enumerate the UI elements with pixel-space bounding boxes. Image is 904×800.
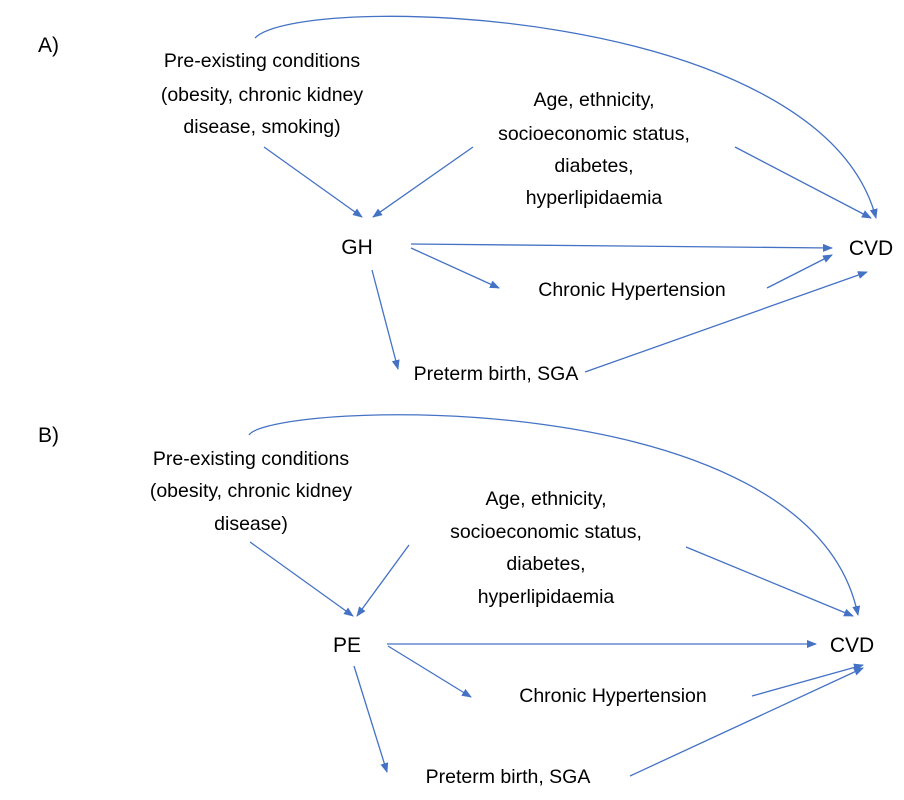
- panel-a-exposure-node: GH: [341, 236, 373, 259]
- panel-a-confounders-node: Age, ethnicity, socioeconomic status, di…: [498, 89, 690, 209]
- panel-a-confounders-line-2: socioeconomic status,: [498, 123, 690, 145]
- panel-a-arrow-hypertension-to-cvd: [766, 254, 833, 289]
- panel-a-preexisting-node: Pre-existing conditions (obesity, chroni…: [161, 50, 364, 138]
- panel-b-arrow-birth-to-cvd: [629, 667, 864, 777]
- panel-b-arrow-preexisting-to-exposure: [249, 541, 354, 617]
- panel-b: B) Pre-existing conditions (obesity, chr…: [38, 414, 874, 788]
- panel-b-exposure-node: PE: [333, 634, 361, 657]
- panel-a-birth-node: Preterm birth, SGA: [414, 363, 579, 385]
- panel-b-preexisting-node: Pre-existing conditions (obesity, chroni…: [150, 448, 353, 535]
- panel-a-arrow-preexisting-to-exposure: [263, 146, 363, 218]
- panel-b-confounders-line-1: Age, ethnicity,: [485, 488, 606, 510]
- panel-b-confounders-node: Age, ethnicity, socioeconomic status, di…: [450, 488, 642, 608]
- panel-b-confounders-line-4: hyperlipidaemia: [478, 586, 615, 608]
- panel-b-arrow-exposure-to-hypertension: [387, 645, 472, 698]
- panel-a-arrow-exposure-to-hypertension: [410, 247, 500, 289]
- panel-a-arrow-exposure-to-birth: [371, 269, 400, 370]
- panel-a-outcome-node: CVD: [849, 237, 893, 260]
- panel-a-label: A): [38, 34, 59, 57]
- panel-b-arrow-hypertension-to-cvd: [751, 663, 864, 697]
- panel-b-birth-node: Preterm birth, SGA: [426, 766, 591, 788]
- panel-b-outcome-node: CVD: [830, 634, 874, 657]
- panel-a-arrow-exposure-to-cvd: [410, 243, 833, 252]
- panel-b-hypertension-node: Chronic Hypertension: [519, 685, 707, 707]
- panel-a-preexisting-line-1: Pre-existing conditions: [164, 50, 360, 72]
- panel-a-arrow-confounders-to-exposure: [372, 146, 474, 218]
- panel-b-preexisting-line-3: disease): [214, 513, 288, 535]
- panel-a: A) Pre-existing conditions (obesity, chr…: [38, 15, 893, 385]
- panel-b-confounders-line-3: diabetes,: [506, 553, 585, 575]
- panel-a-confounders-line-3: diabetes,: [554, 155, 633, 177]
- panel-b-preexisting-line-1: Pre-existing conditions: [153, 448, 349, 470]
- panel-b-arrow-confounders-to-exposure: [356, 544, 410, 617]
- panel-a-hypertension-node: Chronic Hypertension: [538, 279, 726, 301]
- panel-b-arrow-exposure-to-birth: [353, 665, 389, 773]
- panel-a-preexisting-line-3: disease, smoking): [183, 116, 340, 138]
- panel-a-confounders-line-1: Age, ethnicity,: [533, 89, 654, 111]
- panel-a-preexisting-line-2: (obesity, chronic kidney: [161, 84, 364, 106]
- panel-a-arrow-confounders-to-cvd: [734, 146, 872, 219]
- panel-a-arrow-birth-to-cvd: [584, 271, 868, 373]
- panel-b-confounders-line-2: socioeconomic status,: [450, 521, 642, 543]
- panel-b-arrow-preexisting-to-cvd: [248, 414, 861, 616]
- panel-b-preexisting-line-2: (obesity, chronic kidney: [150, 480, 353, 502]
- panel-a-arrow-preexisting-to-cvd: [254, 15, 878, 219]
- panel-b-arrow-confounders-to-cvd: [685, 546, 854, 617]
- panel-a-confounders-line-4: hyperlipidaemia: [526, 187, 663, 209]
- panel-b-label: B): [38, 424, 59, 447]
